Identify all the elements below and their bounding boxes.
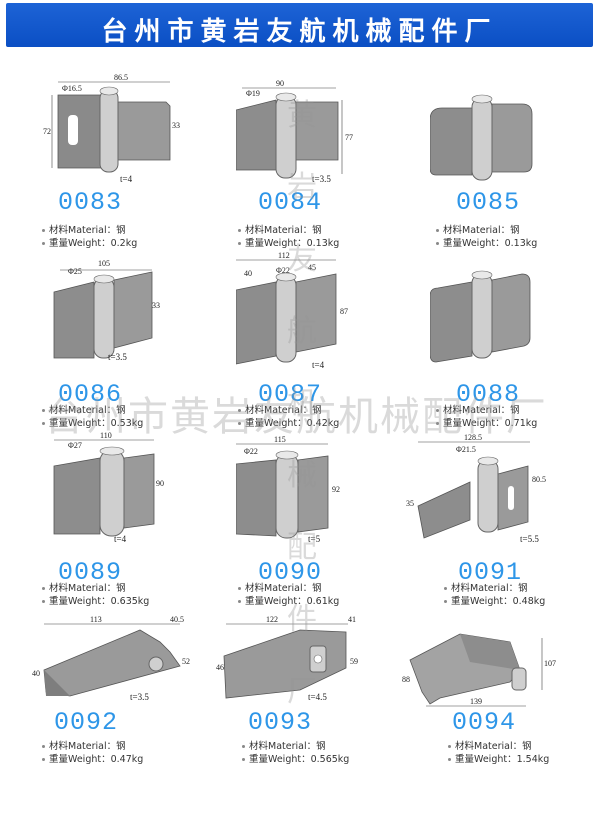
material-spec: 材料Material：钢 xyxy=(238,222,322,236)
svg-text:Φ27: Φ27 xyxy=(68,441,82,450)
hinge-drawing-0085 xyxy=(430,94,533,181)
hinge-drawing-0088 xyxy=(430,270,531,363)
material-spec: 材料Material：钢 xyxy=(42,738,126,752)
svg-text:72: 72 xyxy=(43,127,51,136)
weight-spec: 重量Weight：0.47kg xyxy=(42,751,143,765)
product-code: 0091 xyxy=(458,558,523,587)
svg-text:115: 115 xyxy=(274,435,286,444)
svg-text:122: 122 xyxy=(266,615,278,624)
svg-text:41: 41 xyxy=(348,615,356,624)
product-code: 0092 xyxy=(54,708,119,737)
hinge-drawing-0084: 90 Φ19 77 xyxy=(236,79,353,179)
product-card-0088[interactable]: 0088 材料Material：钢 重量Weight：0.71kg xyxy=(430,252,600,452)
svg-text:52: 52 xyxy=(182,657,190,666)
svg-text:80.5: 80.5 xyxy=(532,475,546,484)
weight-spec: 重量Weight：0.71kg xyxy=(436,415,537,429)
product-card-0085[interactable]: 0085 材料Material：钢 重量Weight：0.13kg xyxy=(430,60,600,260)
product-card-0086[interactable]: 105 Φ25 33 t=3.5 0086 材料Material：钢 重量Wei… xyxy=(40,252,230,452)
material-spec: 材料Material：钢 xyxy=(238,580,322,594)
product-card-0087[interactable]: 112 40 Φ22 45 87 t=4 0087 材料Material：钢 重… xyxy=(236,252,426,452)
svg-text:Φ19: Φ19 xyxy=(246,89,260,98)
svg-text:Φ22: Φ22 xyxy=(244,447,258,456)
weight-spec: 重量Weight：1.54kg xyxy=(448,751,549,765)
svg-text:110: 110 xyxy=(100,431,112,440)
product-card-0093[interactable]: 122 41 46 59 t=4.5 0093 材料Material：钢 重量W… xyxy=(216,612,406,812)
material-spec: 材料Material：钢 xyxy=(242,738,326,752)
product-card-0083[interactable]: 86.5 Φ16.5 72 33 t=4 0083 材料Material：钢 重… xyxy=(40,60,230,260)
svg-text:77: 77 xyxy=(345,133,353,142)
svg-text:90: 90 xyxy=(276,79,284,88)
hinge-drawing-0087: 112 40 Φ22 45 87 xyxy=(236,252,348,365)
product-card-0090[interactable]: 115 Φ22 92 t=5 0090 材料Material：钢 重量Weigh… xyxy=(236,430,426,630)
svg-text:105: 105 xyxy=(98,259,110,268)
weight-spec: 重量Weight：0.42kg xyxy=(238,415,339,429)
product-code: 0088 xyxy=(456,380,521,409)
material-spec: 材料Material：钢 xyxy=(42,580,126,594)
svg-text:40: 40 xyxy=(32,669,40,678)
product-code: 0093 xyxy=(248,708,313,737)
svg-text:33: 33 xyxy=(172,121,180,130)
material-spec: 材料Material：钢 xyxy=(238,402,322,416)
svg-text:45: 45 xyxy=(308,263,316,272)
svg-text:92: 92 xyxy=(332,485,340,494)
svg-text:59: 59 xyxy=(350,657,358,666)
svg-text:107: 107 xyxy=(544,659,556,668)
weight-spec: 重量Weight：0.13kg xyxy=(238,235,339,249)
product-code: 0087 xyxy=(258,380,323,409)
hinge-drawing-0091: 128.5 Φ21.5 80.5 35 xyxy=(406,433,546,539)
hinge-drawing-0086: 105 Φ25 33 xyxy=(53,259,160,359)
svg-text:113: 113 xyxy=(90,615,102,624)
svg-text:Φ25: Φ25 xyxy=(68,267,82,276)
product-code: 0094 xyxy=(452,708,517,737)
hinge-drawing-0092: 113 40.5 40 52 xyxy=(32,615,190,697)
svg-text:90: 90 xyxy=(156,479,164,488)
product-card-0092[interactable]: 113 40.5 40 52 t=3.5 0092 材料Material：钢 重… xyxy=(30,612,220,812)
hinge-drawing-0094: 107 88 139 xyxy=(402,633,556,707)
weight-spec: 重量Weight：0.48kg xyxy=(444,593,545,607)
hinge-drawing-0093: 122 41 46 59 xyxy=(216,615,358,699)
hinge-drawing-0083: 86.5 Φ16.5 72 33 xyxy=(43,73,180,173)
weight-spec: 重量Weight：0.61kg xyxy=(238,593,339,607)
material-spec: 材料Material：钢 xyxy=(436,222,520,236)
material-spec: 材料Material：钢 xyxy=(444,580,528,594)
company-title: 台州市黄岩友航机械配件厂 xyxy=(101,17,498,47)
product-card-0084[interactable]: 90 Φ19 77 t=3.5 0084 材料Material：钢 重量Weig… xyxy=(236,60,426,260)
svg-text:Φ16.5: Φ16.5 xyxy=(62,84,82,93)
product-code: 0086 xyxy=(58,380,123,409)
svg-text:33: 33 xyxy=(152,301,160,310)
material-spec: 材料Material：钢 xyxy=(436,402,520,416)
product-card-0094[interactable]: 107 88 139 0094 材料Material：钢 重量Weight：1.… xyxy=(400,612,590,812)
svg-text:128.5: 128.5 xyxy=(464,433,482,442)
svg-text:Φ22: Φ22 xyxy=(276,266,290,275)
product-code: 0085 xyxy=(456,188,521,217)
weight-spec: 重量Weight：0.565kg xyxy=(242,751,349,765)
weight-spec: 重量Weight：0.53kg xyxy=(42,415,143,429)
svg-text:Φ21.5: Φ21.5 xyxy=(456,445,476,454)
product-card-0089[interactable]: 110 Φ27 90 t=4 0089 材料Material：钢 重量Weigh… xyxy=(40,430,230,630)
svg-text:88: 88 xyxy=(402,675,410,684)
material-spec: 材料Material：钢 xyxy=(448,738,532,752)
weight-spec: 重量Weight：0.635kg xyxy=(42,593,149,607)
product-card-0091[interactable]: 128.5 Φ21.5 80.5 35 t=5.5 0091 材料Materia… xyxy=(400,430,590,630)
svg-text:87: 87 xyxy=(340,307,348,316)
material-spec: 材料Material：钢 xyxy=(42,222,126,236)
weight-spec: 重量Weight：0.13kg xyxy=(436,235,537,249)
product-code: 0084 xyxy=(258,188,323,217)
material-spec: 材料Material：钢 xyxy=(42,402,126,416)
svg-text:40: 40 xyxy=(244,269,252,278)
product-code: 0089 xyxy=(58,558,123,587)
svg-text:112: 112 xyxy=(278,252,290,260)
weight-spec: 重量Weight：0.2kg xyxy=(42,235,137,249)
svg-text:46: 46 xyxy=(216,663,224,672)
product-code: 0090 xyxy=(258,558,323,587)
svg-text:40.5: 40.5 xyxy=(170,615,184,624)
product-code: 0083 xyxy=(58,188,123,217)
svg-text:35: 35 xyxy=(406,499,414,508)
header-banner: 台州市黄岩友航机械配件厂 xyxy=(6,3,593,47)
svg-text:139: 139 xyxy=(470,697,482,706)
hinge-drawing-0089: 110 Φ27 90 xyxy=(53,431,164,537)
hinge-drawing-0090: 115 Φ22 92 xyxy=(236,435,340,539)
svg-text:86.5: 86.5 xyxy=(114,73,128,82)
